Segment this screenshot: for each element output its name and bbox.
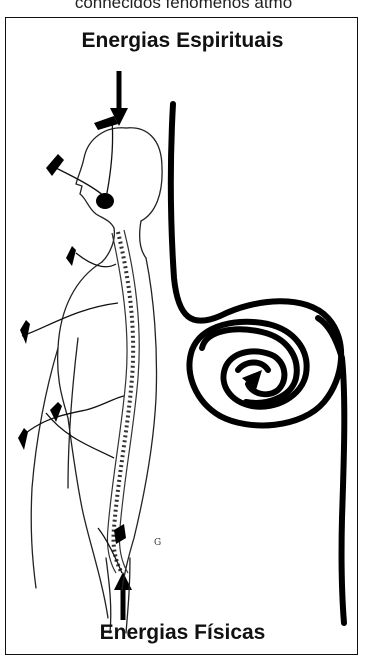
- nerve-connections: [20, 120, 124, 573]
- figure-mark-g: G: [154, 538, 161, 548]
- spine: [107, 230, 139, 573]
- energy-spiral: [171, 104, 344, 623]
- energy-diagram-art: G: [6, 18, 359, 656]
- diagram-frame: Energias Espirituais: [5, 17, 358, 655]
- ganglion-nodes: [18, 116, 126, 544]
- label-physical-energies: Energias Físicas: [6, 621, 359, 645]
- clipped-caption-text: conhecidos fenômenos atmo: [0, 0, 367, 13]
